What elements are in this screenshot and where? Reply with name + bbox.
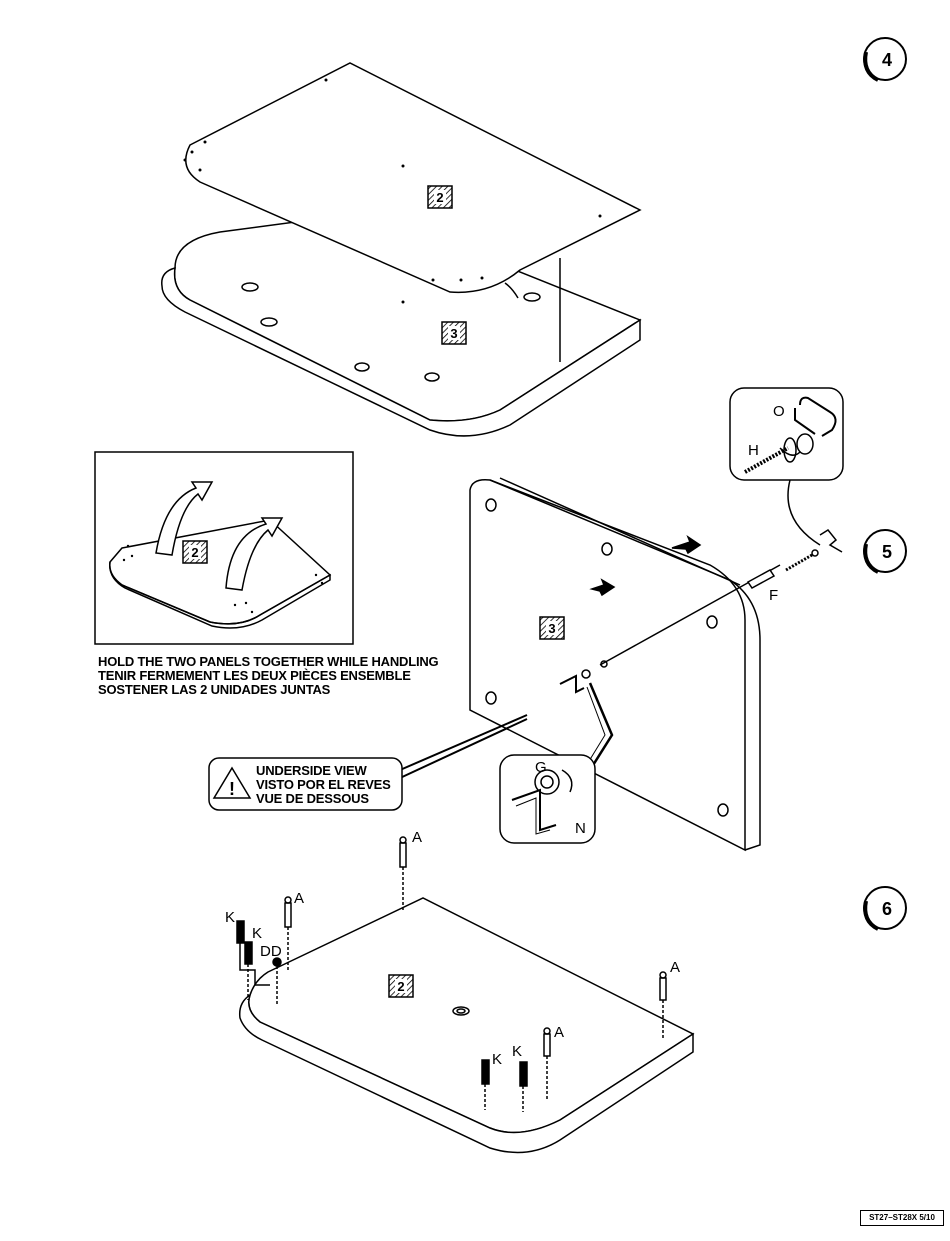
step-5-number: 5 [882,542,892,562]
svg-text:!: ! [229,779,235,799]
label-f: F [769,587,778,604]
bottom-view-panel-2 [249,898,693,1133]
handling-instructions: HOLD THE TWO PANELS TOGETHER WHILE HANDL… [98,655,478,697]
label-k-3: K [492,1051,502,1068]
label-g: G [535,759,547,776]
step-4-illustration [162,63,640,436]
step-6-number: 6 [882,899,892,919]
label-k-4: K [512,1043,522,1060]
handling-instructions-es: SOSTENER LAS 2 UNIDADES JUNTAS [98,683,478,697]
label-a-1: A [412,829,422,846]
label-k-2: K [252,925,262,942]
label-a-2: A [294,890,304,907]
inset-part-2-badge: 2 [183,541,207,563]
side-panel-3-label: 3 [548,621,555,636]
underside-view-fr: VUE DE DESSOUS [256,792,406,806]
step-4-marker: 4 [864,38,906,80]
step-6-illustration [237,837,693,1153]
page-reference: ST27–ST28X 5/10 [860,1210,944,1226]
label-h: H [748,442,759,459]
inset-part-2-label: 2 [191,545,198,560]
bottom-view-part-2-label: 2 [397,979,404,994]
label-k-1: K [225,909,235,926]
label-a-4: A [554,1024,564,1041]
handling-instructions-en: HOLD THE TWO PANELS TOGETHER WHILE HANDL… [98,655,478,669]
label-a-3: A [670,959,680,976]
part-2-label: 2 [436,190,443,205]
part-3-label: 3 [450,326,457,341]
side-panel-3-badge: 3 [540,617,564,639]
bottom-view-part-2-badge: 2 [389,975,413,997]
label-o: O [773,403,785,420]
label-n: N [575,820,586,837]
step-5-illustration [400,388,843,850]
part-3-badge: 3 [442,322,466,344]
underside-view-es: VISTO POR EL REVES [256,778,406,792]
step-6-marker: 6 [864,887,906,929]
underside-view-en: UNDERSIDE VIEW [256,764,406,778]
label-dd: DD [260,943,282,960]
step-4-number: 4 [882,50,892,70]
step-5-marker: 5 [864,530,906,572]
handling-inset [95,452,353,644]
handling-instructions-fr: TENIR FERMEMENT LES DEUX PIÈCES ENSEMBLE [98,669,478,683]
part-2-badge: 2 [428,186,452,208]
underside-view-text: UNDERSIDE VIEW VISTO POR EL REVES VUE DE… [256,764,406,806]
